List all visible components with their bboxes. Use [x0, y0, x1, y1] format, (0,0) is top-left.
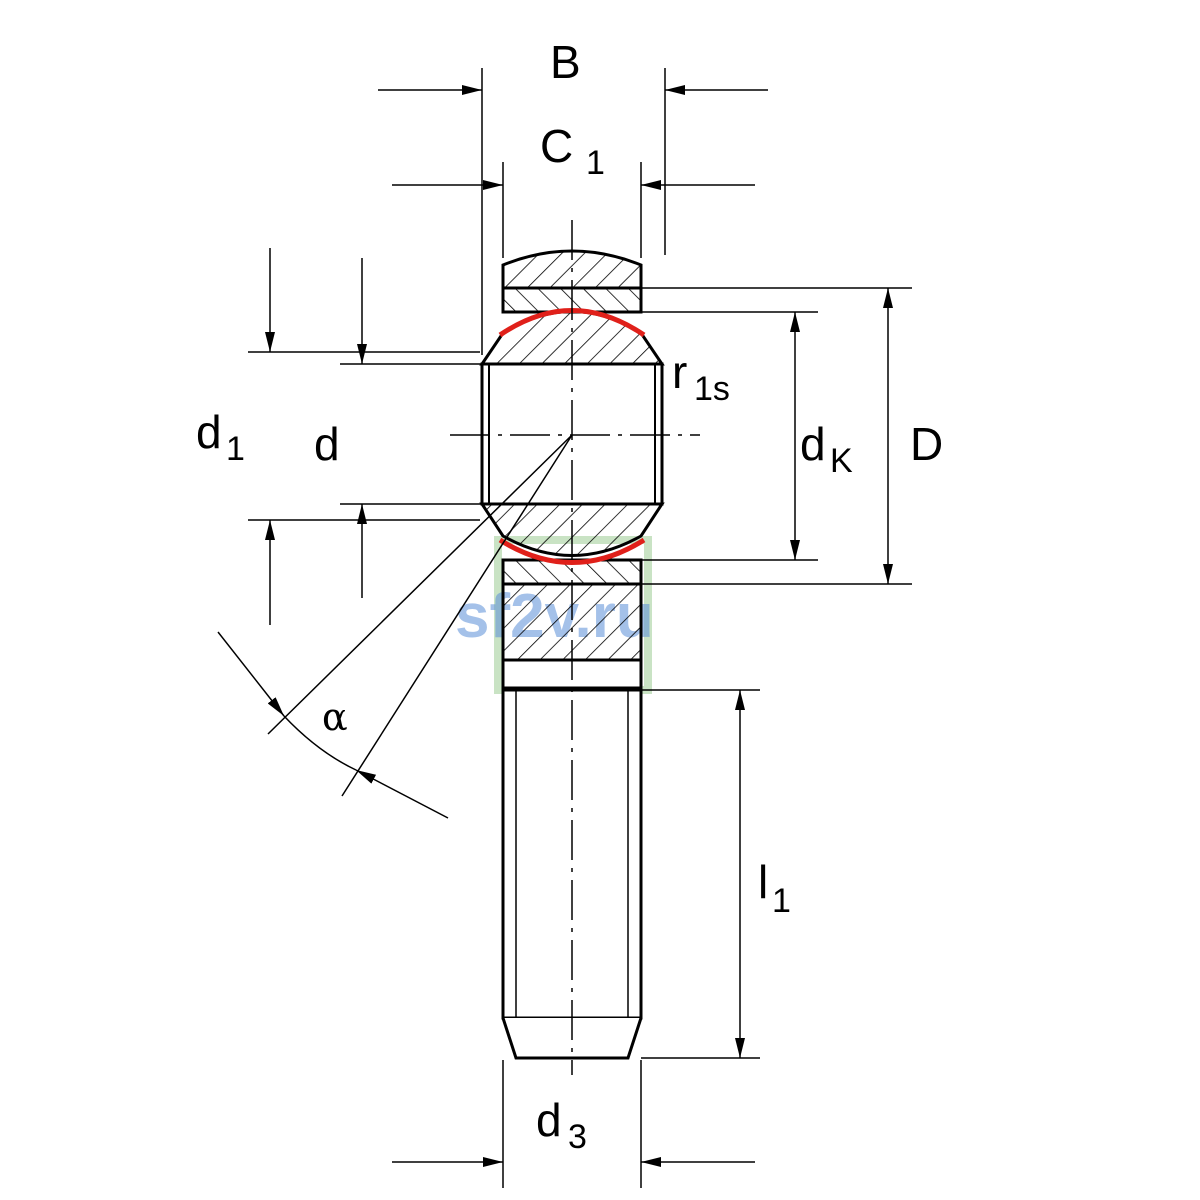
label-l1-sub: 1: [772, 882, 791, 920]
label-d3-sub: 3: [568, 1118, 587, 1156]
tilt-angle-construction: [217, 434, 573, 819]
label-C-sub: 1: [586, 144, 605, 182]
dimension-labels: B C 1 r 1s d 1 d d K D α l 1 d 3: [196, 36, 943, 1156]
label-l1: l: [758, 856, 768, 908]
label-d1-sub: 1: [226, 430, 245, 468]
label-dK: d: [800, 418, 826, 470]
seal-bottom: [498, 537, 646, 565]
label-B: B: [550, 36, 581, 88]
label-d: d: [314, 418, 340, 470]
label-d1: d: [196, 406, 222, 458]
label-alpha: α: [322, 695, 348, 739]
label-dK-sub: K: [830, 442, 853, 480]
label-C: C: [540, 120, 573, 172]
label-D: D: [910, 418, 943, 470]
label-r: r: [672, 346, 687, 398]
dimension-lines: [265, 85, 893, 1167]
label-d3: d: [536, 1094, 562, 1146]
label-r-sub: 1s: [694, 370, 730, 408]
center-lines: [450, 220, 700, 1075]
